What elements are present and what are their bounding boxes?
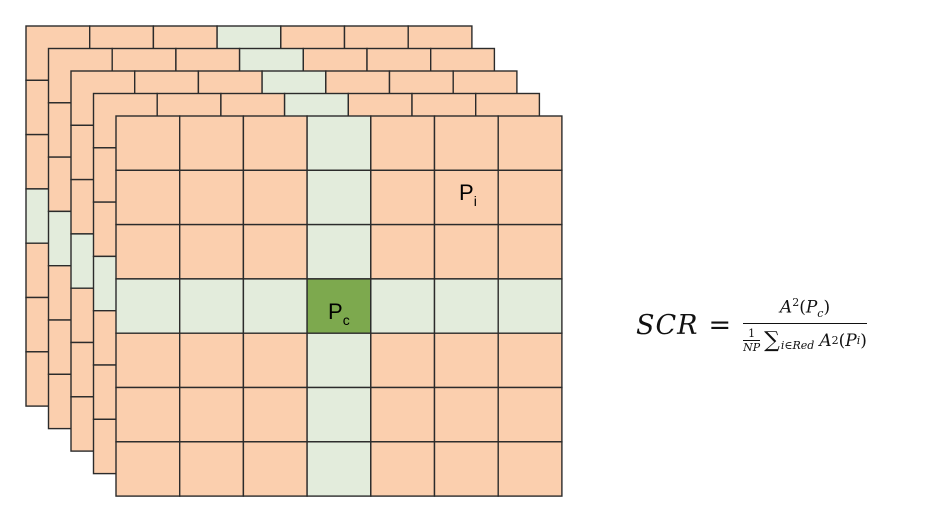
- reference-cell: [115, 223, 181, 280]
- reference-cell: [178, 441, 245, 497]
- formula-fraction-bar: [743, 322, 867, 325]
- reference-cell: [242, 223, 308, 280]
- reference-cell: [497, 332, 563, 389]
- cell-under-test: [306, 278, 372, 334]
- reference-cell: [370, 441, 436, 497]
- reference-cell: [115, 332, 181, 389]
- guard-cell: [306, 223, 372, 280]
- guard-cell: [306, 332, 372, 389]
- guard-cell: [370, 278, 436, 334]
- formula-numerator: A2(Pc): [779, 295, 831, 320]
- reference-cell: [178, 223, 245, 280]
- range-doppler-layers: [25, 25, 563, 497]
- guard-cell: [115, 278, 181, 334]
- guard-cell: [306, 386, 372, 443]
- reference-cell: [242, 115, 308, 171]
- reference-cell: [178, 169, 245, 226]
- reference-cell: [370, 332, 436, 389]
- reference-cell-label: Pi: [459, 180, 477, 209]
- guard-cell: [242, 278, 308, 334]
- reference-cell: [497, 115, 563, 171]
- reference-cell: [433, 332, 499, 389]
- reference-cell: [370, 115, 436, 171]
- reference-cell: [115, 441, 181, 497]
- guard-cell: [306, 441, 372, 497]
- formula-equals: =: [708, 309, 732, 341]
- reference-cell: [433, 115, 499, 171]
- reference-cell: [370, 386, 436, 443]
- reference-cell: [370, 169, 436, 226]
- guard-cell: [306, 169, 372, 226]
- reference-cell: [497, 386, 563, 443]
- reference-cell: [497, 223, 563, 280]
- reference-cell: [433, 386, 499, 443]
- reference-cell: [178, 332, 245, 389]
- front-layer: [115, 115, 563, 497]
- reference-cell: [115, 386, 181, 443]
- reference-cell: [115, 169, 181, 226]
- reference-cell: [242, 441, 308, 497]
- reference-cell: [115, 115, 181, 171]
- guard-cell: [306, 115, 372, 171]
- cfar-window-diagram: Pi Pc: [25, 25, 563, 497]
- guard-cell: [178, 278, 245, 334]
- reference-cell: [242, 332, 308, 389]
- formula-sum-range: i∈Red: [780, 339, 815, 353]
- guard-cell: [497, 278, 563, 334]
- reference-cell: [433, 441, 499, 497]
- reference-cell: [242, 386, 308, 443]
- cell-under-test-label: Pc: [328, 299, 350, 328]
- reference-cell: [178, 115, 245, 171]
- reference-cell: [497, 169, 563, 226]
- guard-cell: [433, 278, 499, 334]
- formula-sum-symbol: ∑: [764, 328, 780, 354]
- reference-cell: [370, 223, 436, 280]
- formula-lhs: SCR: [636, 309, 699, 341]
- reference-cell: [433, 223, 499, 280]
- reference-cell: [497, 441, 563, 497]
- reference-cell: [178, 386, 245, 443]
- reference-cell: [242, 169, 308, 226]
